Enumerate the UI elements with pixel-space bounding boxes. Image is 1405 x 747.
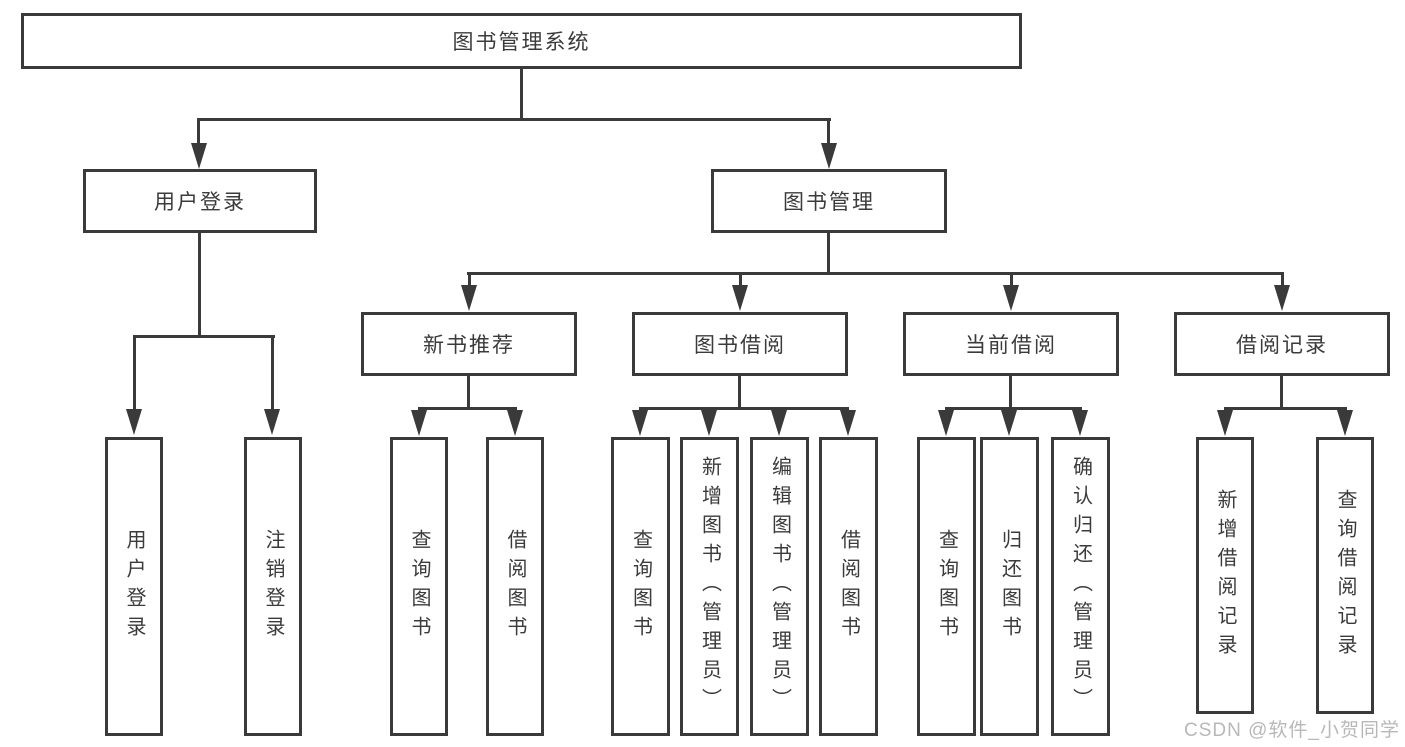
csdn-watermark: CSDN @软件_小贺同学 (1184, 720, 1400, 741)
arrow-down-icon (632, 410, 648, 436)
connector-book-mgmt-stem (827, 118, 830, 146)
connector-section-stem (467, 374, 470, 409)
leaf-query-books: 查询图书 (611, 437, 670, 736)
leaf-confirm-return-admin: 确认归还（管理员） (1051, 437, 1110, 736)
connector-level3-stem (1010, 272, 1013, 288)
connector-level3-horizontal (467, 272, 1283, 275)
arrow-down-icon (771, 410, 787, 436)
arrow-down-icon (821, 143, 837, 169)
connector-section-stem (1009, 374, 1012, 409)
leaf-query-borrow-record: 查询借阅记录 (1316, 437, 1374, 714)
node-root: 图书管理系统 (21, 13, 1022, 69)
connector-leaf-stem (271, 335, 274, 411)
arrow-down-icon (938, 410, 954, 436)
arrow-down-icon (1072, 410, 1088, 436)
node-new-book-recommend: 新书推荐 (361, 312, 577, 376)
leaf-query-books: 查询图书 (390, 437, 448, 736)
leaf-user-login: 用户登录 (105, 437, 163, 736)
leaf-add-borrow-record: 新增借阅记录 (1196, 437, 1254, 714)
arrow-down-icon (1001, 410, 1017, 436)
connector-user-login-down (198, 231, 201, 338)
connector-section-horizontal (1224, 407, 1347, 410)
connector-section-stem (1280, 374, 1283, 409)
leaf-add-books-admin: 新增图书（管理员） (680, 437, 739, 736)
arrow-down-icon (411, 410, 427, 436)
arrow-down-icon (191, 143, 207, 169)
arrow-down-icon (732, 285, 748, 311)
arrow-down-icon (701, 410, 717, 436)
connector-section-stem (738, 374, 741, 409)
arrow-down-icon (1217, 410, 1233, 436)
node-borrow-record: 借阅记录 (1174, 312, 1390, 376)
arrow-down-icon (507, 410, 523, 436)
connector-leaf-stem (133, 335, 136, 411)
arrow-down-icon (1003, 285, 1019, 311)
arrow-down-icon (1337, 410, 1353, 436)
connector-level2-horizontal (197, 118, 831, 121)
arrow-down-icon (1274, 285, 1290, 311)
leaf-query-books: 查询图书 (917, 437, 976, 736)
node-book-borrow: 图书借阅 (632, 312, 848, 376)
node-user-login: 用户登录 (83, 169, 317, 233)
arrow-down-icon (126, 409, 142, 435)
leaf-edit-books-admin: 编辑图书（管理员） (750, 437, 809, 736)
node-current-borrow: 当前借阅 (903, 312, 1119, 376)
connector-user-login-stem (197, 118, 200, 146)
connector-level3-stem (1281, 272, 1284, 288)
leaf-borrow-books: 借阅图书 (486, 437, 544, 736)
connector-section-horizontal (639, 407, 849, 410)
arrow-down-icon (264, 409, 280, 435)
arrow-down-icon (461, 285, 477, 311)
leaf-borrow-books: 借阅图书 (819, 437, 878, 736)
connector-level3-stem (739, 272, 742, 288)
arrow-down-icon (840, 410, 856, 436)
node-book-management: 图书管理 (711, 169, 947, 233)
connector-book-mgmt-down (827, 231, 830, 274)
connector-section-horizontal (418, 407, 517, 410)
leaf-logout: 注销登录 (244, 437, 302, 736)
connector-level3-stem (468, 272, 471, 288)
leaf-return-books: 归还图书 (980, 437, 1039, 736)
connector-user-login-horizontal (133, 335, 275, 338)
connector-root-stem (520, 68, 523, 120)
connector-section-horizontal (945, 407, 1082, 410)
